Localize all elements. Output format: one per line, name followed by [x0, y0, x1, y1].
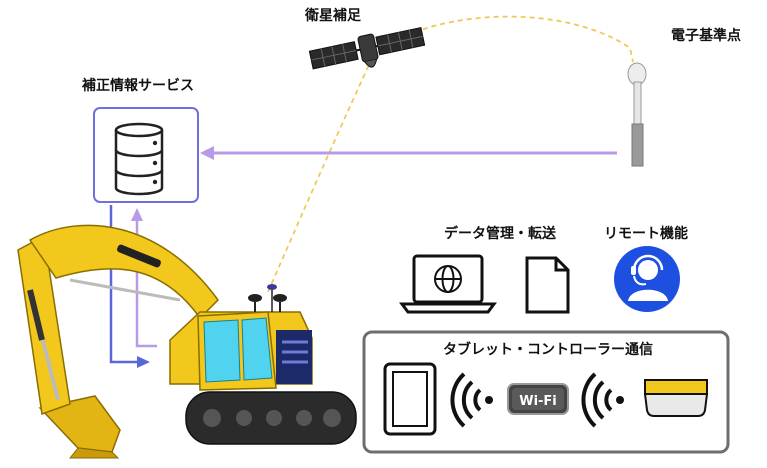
wifi-badge-label: Wi-Fi: [519, 394, 557, 409]
correction-data-arrow: [200, 146, 617, 160]
correction-service-label: 補正情報サービス: [81, 77, 194, 94]
document-icon: [525, 256, 570, 314]
base-station-icon: [627, 62, 647, 167]
wifi-signal-icon: [581, 372, 624, 428]
remote-function-label: リモート機能: [604, 225, 688, 242]
database-icon: [114, 122, 164, 196]
wifi-signal-icon: [450, 372, 493, 428]
wifi-badge-icon: [507, 383, 569, 415]
data-management-label: データ管理・転送: [444, 225, 557, 242]
satellite-icon: [308, 26, 426, 70]
excavator-icon: [17, 224, 357, 459]
tablet-icon: [383, 362, 437, 436]
headset-operator-icon: [614, 246, 680, 312]
laptop-globe-icon: [399, 254, 497, 314]
satellite-label: 衛星補足: [304, 7, 362, 24]
tablet-controller-label: タブレット・コントローラー通信: [443, 341, 653, 358]
controller-icon: [643, 379, 709, 417]
base-station-label: 電子基準点: [671, 27, 741, 44]
